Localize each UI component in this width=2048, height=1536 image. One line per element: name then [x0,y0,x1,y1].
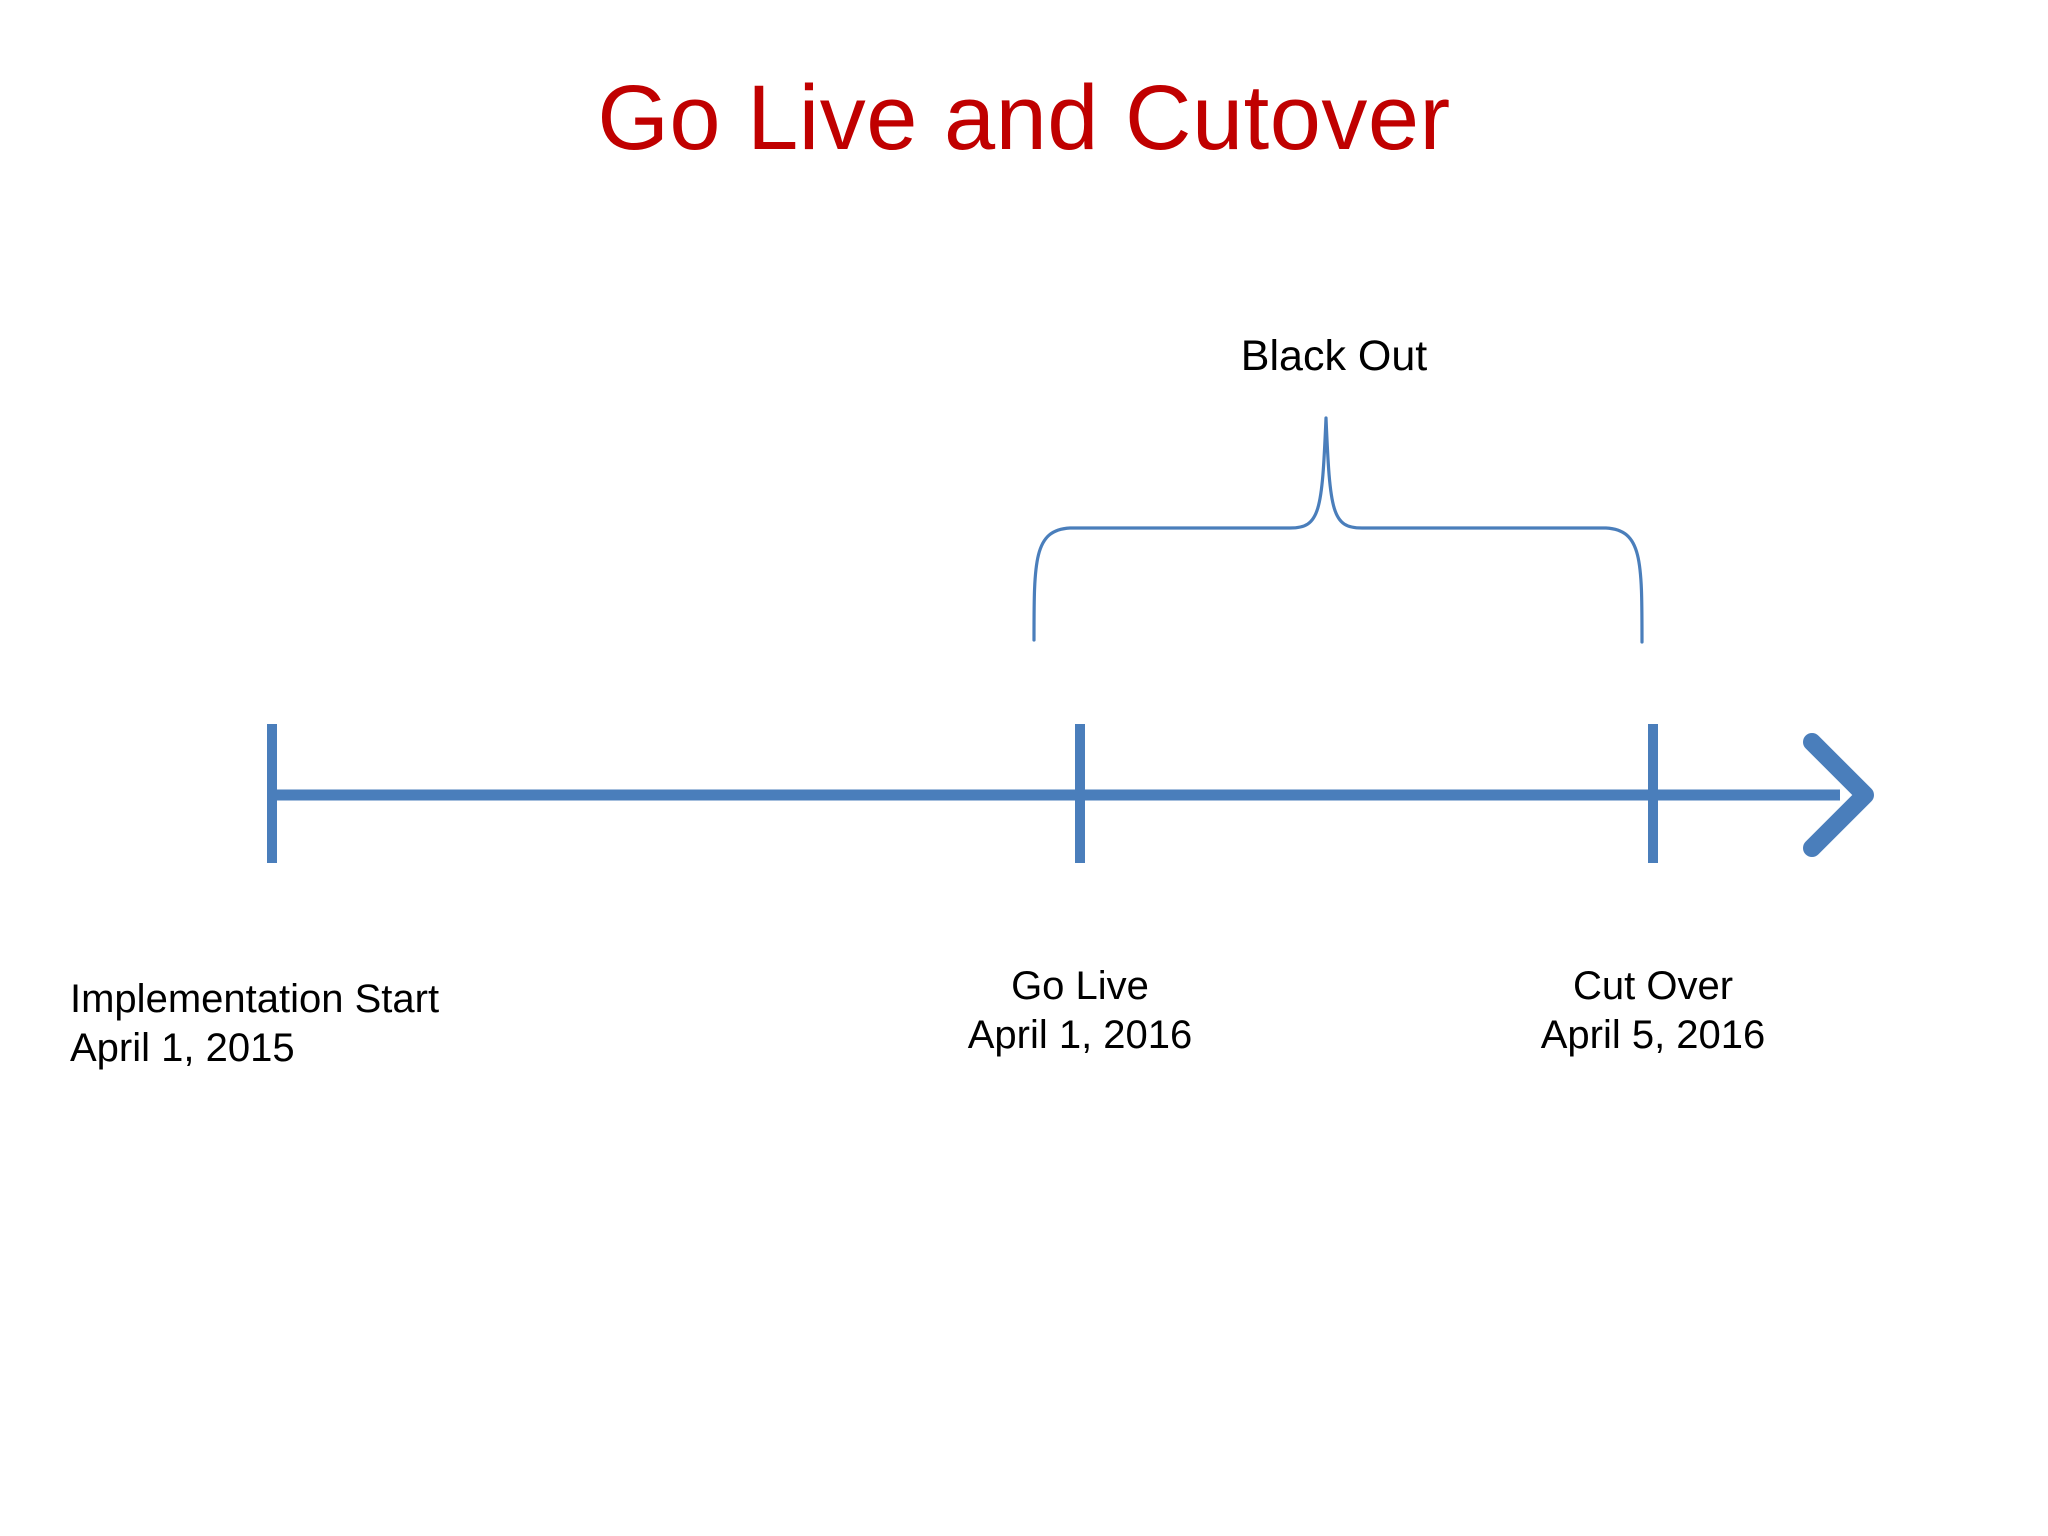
milestone-label-implementation-start: Implementation Start April 1, 2015 [70,975,439,1073]
blackout-brace-icon [1032,416,1644,644]
milestone-name: Cut Over [1572,964,1734,1008]
milestone-label-go-live: Go Live April 1, 2016 [780,962,1380,1060]
timeline-axis [267,724,1874,863]
milestone-date: April 5, 2016 [1540,1012,1766,1057]
milestone-name: Go Live [1011,964,1149,1008]
milestone-label-cut-over: Cut Over April 5, 2016 [1353,962,1953,1060]
milestone-date: April 1, 2016 [967,1012,1193,1057]
milestone-date: April 1, 2015 [70,1025,295,1070]
milestone-name: Implementation Start [70,977,440,1021]
page-title: Go Live and Cutover [597,67,1451,169]
blackout-callout-label: Black Out [1240,332,1428,380]
arrowhead-icon [1803,733,1874,857]
